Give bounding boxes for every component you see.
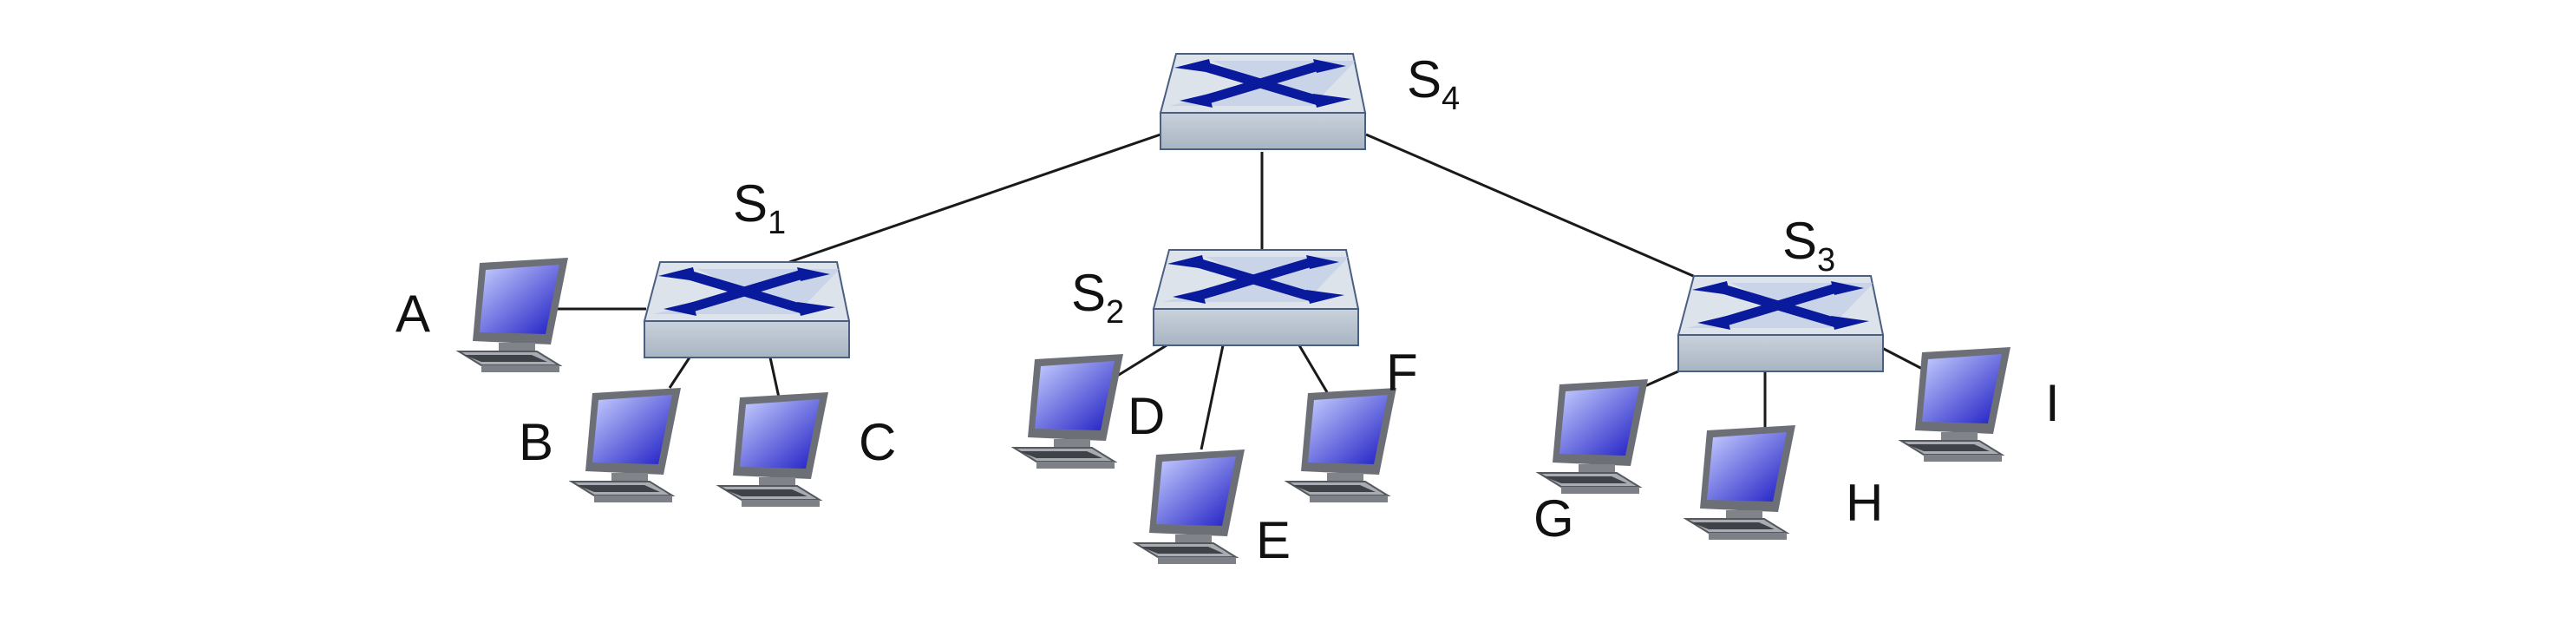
switch-label-s2: S2 [1071, 264, 1124, 331]
host-label-g: G [1533, 489, 1574, 548]
computer-icon [1683, 425, 1795, 540]
computer-icon [1010, 354, 1123, 469]
host-label-h: H [1846, 474, 1883, 532]
host-label-f: F [1386, 344, 1418, 402]
computer-icon [1284, 388, 1396, 502]
computer-icon [1132, 449, 1245, 564]
link-s4-s1 [788, 133, 1161, 264]
switch-icon [643, 261, 851, 358]
link-s4-s3 [1365, 133, 1718, 288]
link-s1-b [668, 357, 691, 389]
link-s3-i [1880, 345, 1928, 373]
host-label-i: I [2045, 374, 2060, 432]
link-s2-d [1114, 344, 1167, 379]
switch-label-s4: S4 [1407, 50, 1460, 117]
link-s2-e [1200, 344, 1225, 450]
host-label-a: A [396, 285, 430, 343]
computer-icon [568, 388, 681, 502]
computer-icon [1898, 347, 2010, 462]
computer-icon [455, 258, 568, 372]
switch-icon [1152, 249, 1360, 346]
computer-icon [716, 392, 828, 507]
switch-icon [1159, 53, 1367, 150]
host-label-e: E [1256, 511, 1291, 569]
switch-label-s1: S1 [733, 174, 786, 241]
links [555, 133, 1928, 450]
host-label-d: D [1128, 387, 1165, 445]
computer-icon [1535, 379, 1648, 494]
switch-label-s3: S3 [1782, 212, 1835, 279]
host-label-c: C [859, 413, 896, 471]
host-label-b: B [519, 413, 553, 471]
switch-icon [1677, 275, 1885, 372]
link-s2-f [1298, 344, 1329, 393]
link-s1-c [768, 357, 781, 398]
